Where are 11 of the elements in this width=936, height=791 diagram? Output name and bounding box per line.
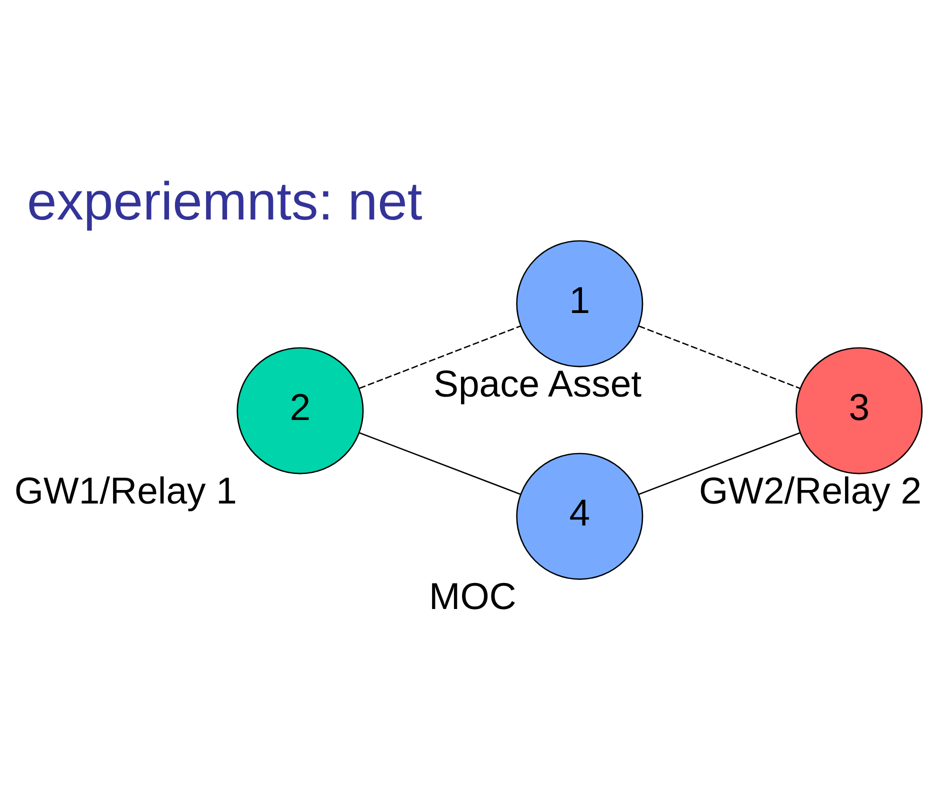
node-circle: 1 [516,240,644,367]
connector [638,324,800,389]
connector [638,432,800,494]
connector [358,432,521,494]
connector [358,324,521,389]
node-label: GW1/Relay 1 [14,469,237,512]
diagram-title: experiemnts: net [26,172,422,231]
node-label: MOC [429,574,516,617]
node-circle: 2 [236,346,364,474]
node-circle: 4 [516,452,644,580]
node-circle: 3 [796,346,923,474]
